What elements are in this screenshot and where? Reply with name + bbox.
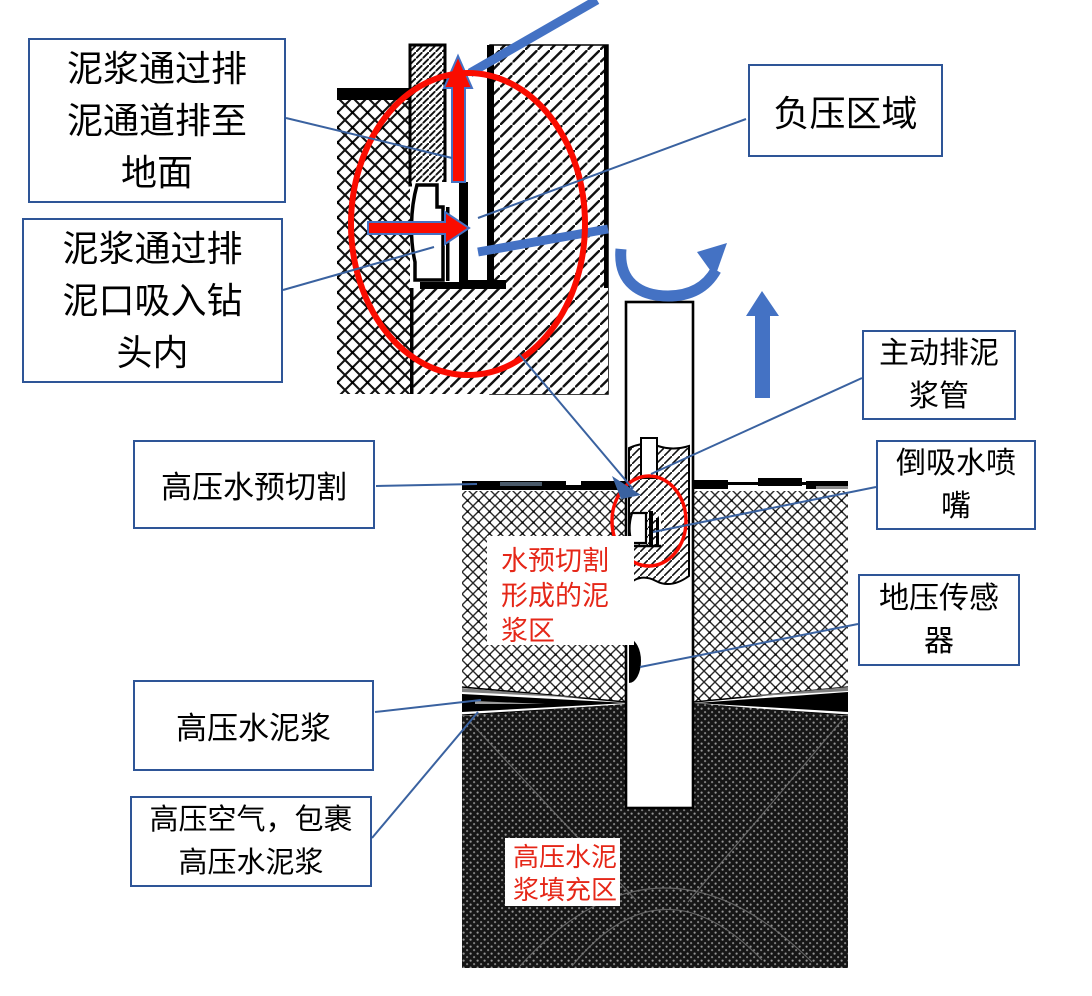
up-arrow-icon <box>746 291 779 398</box>
leader-hp-water-precut <box>375 483 478 487</box>
callout-suction-nozzle: 倒吸水喷 嘴 <box>876 440 1036 530</box>
callout-hp-cement-slurry: 高压水泥浆 <box>133 680 374 771</box>
soil-upper-right <box>694 491 848 702</box>
ground-surface <box>462 478 848 490</box>
inner-mud-tube <box>640 437 658 479</box>
leader-hp-air-wrap <box>371 711 479 839</box>
callout-active-mud-pipe: 主动排泥 浆管 <box>862 330 1016 420</box>
zone-label-fill-zone: 高压水泥 浆填充区 <box>505 838 620 906</box>
red-highlight-ellipse <box>348 70 588 378</box>
inset-bore-wall-line <box>410 288 414 394</box>
leader-suction-nozzle <box>652 486 877 533</box>
inset-surface-bar <box>337 88 410 100</box>
callout-mud-discharge-channel: 泥浆通过排 泥通道排至 地面 <box>28 38 286 203</box>
callout-hp-air-wrap: 高压空气，包裹 高压水泥浆 <box>130 796 372 887</box>
inset-pipe-wall <box>408 43 447 187</box>
zone-label-mud-zone: 水预切割 形成的泥 浆区 <box>487 536 634 646</box>
inset-bit-body <box>410 288 608 394</box>
leader-negative-pressure <box>477 118 747 219</box>
callout-negative-pressure-zone: 负压区域 <box>748 64 943 157</box>
leader-pressure-sensor <box>639 623 859 668</box>
leader-mud-discharge-channel <box>285 117 453 159</box>
leader-hp-cement-slurry <box>374 699 482 713</box>
magnifier-connector-arrowhead <box>612 476 641 499</box>
callout-hp-water-precut: 高压水预切割 <box>133 440 375 529</box>
red-up-arrow <box>442 53 474 183</box>
red-highlight-circle <box>610 474 688 568</box>
magnifier-connector-line <box>518 353 634 490</box>
flow-mark-upper <box>467 0 600 77</box>
callout-ground-pressure-sensor: 地压传感 器 <box>858 574 1020 666</box>
pressure-sensor <box>629 639 641 683</box>
inset-nozzle-splitter <box>459 182 468 285</box>
leader-mud-suction-port <box>282 246 435 291</box>
rotation-arrow-icon <box>615 243 727 302</box>
callout-mud-suction-port: 泥浆通过排 泥口吸入钻 头内 <box>22 218 283 383</box>
leader-active-mud-pipe <box>650 377 863 475</box>
inset-right-block-edge <box>487 45 494 288</box>
inset-nozzle-divider <box>446 207 450 281</box>
inset-detail-view <box>337 0 609 395</box>
inset-right-outer-edge <box>604 45 608 394</box>
suction-nozzle-detail <box>628 511 661 548</box>
red-right-arrow <box>367 210 471 246</box>
